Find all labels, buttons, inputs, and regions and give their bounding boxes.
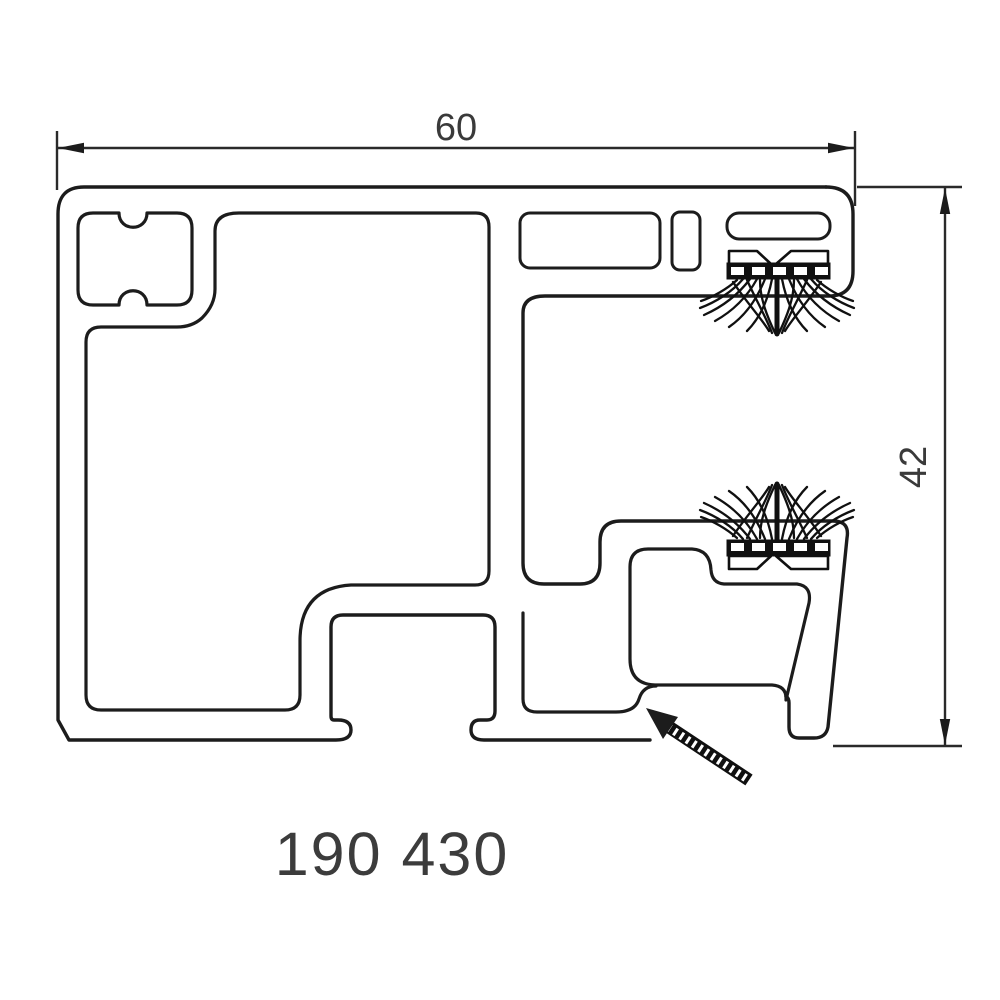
height-dimension-label: 42 <box>893 446 935 488</box>
brush-seal-top-icon <box>700 249 854 334</box>
part-number-label: 190 430 <box>275 820 510 888</box>
outer-contour-left <box>56 185 828 742</box>
screw-arrow-icon <box>646 708 753 786</box>
main-chamber-cavity <box>84 211 491 712</box>
lower-chamber-and-fin <box>628 547 812 702</box>
width-dimension-label: 60 <box>435 107 477 149</box>
bottom-step <box>521 611 658 714</box>
head-slot-long <box>518 211 662 270</box>
profile-outline <box>56 185 855 742</box>
height-dimension: 42 <box>833 185 962 748</box>
head-slot-seal-pocket <box>725 211 832 241</box>
screw-channel <box>76 211 194 307</box>
width-dimension: 60 <box>55 107 857 206</box>
head-slot-small <box>670 210 702 272</box>
brush-seal-bottom-icon <box>700 484 854 571</box>
